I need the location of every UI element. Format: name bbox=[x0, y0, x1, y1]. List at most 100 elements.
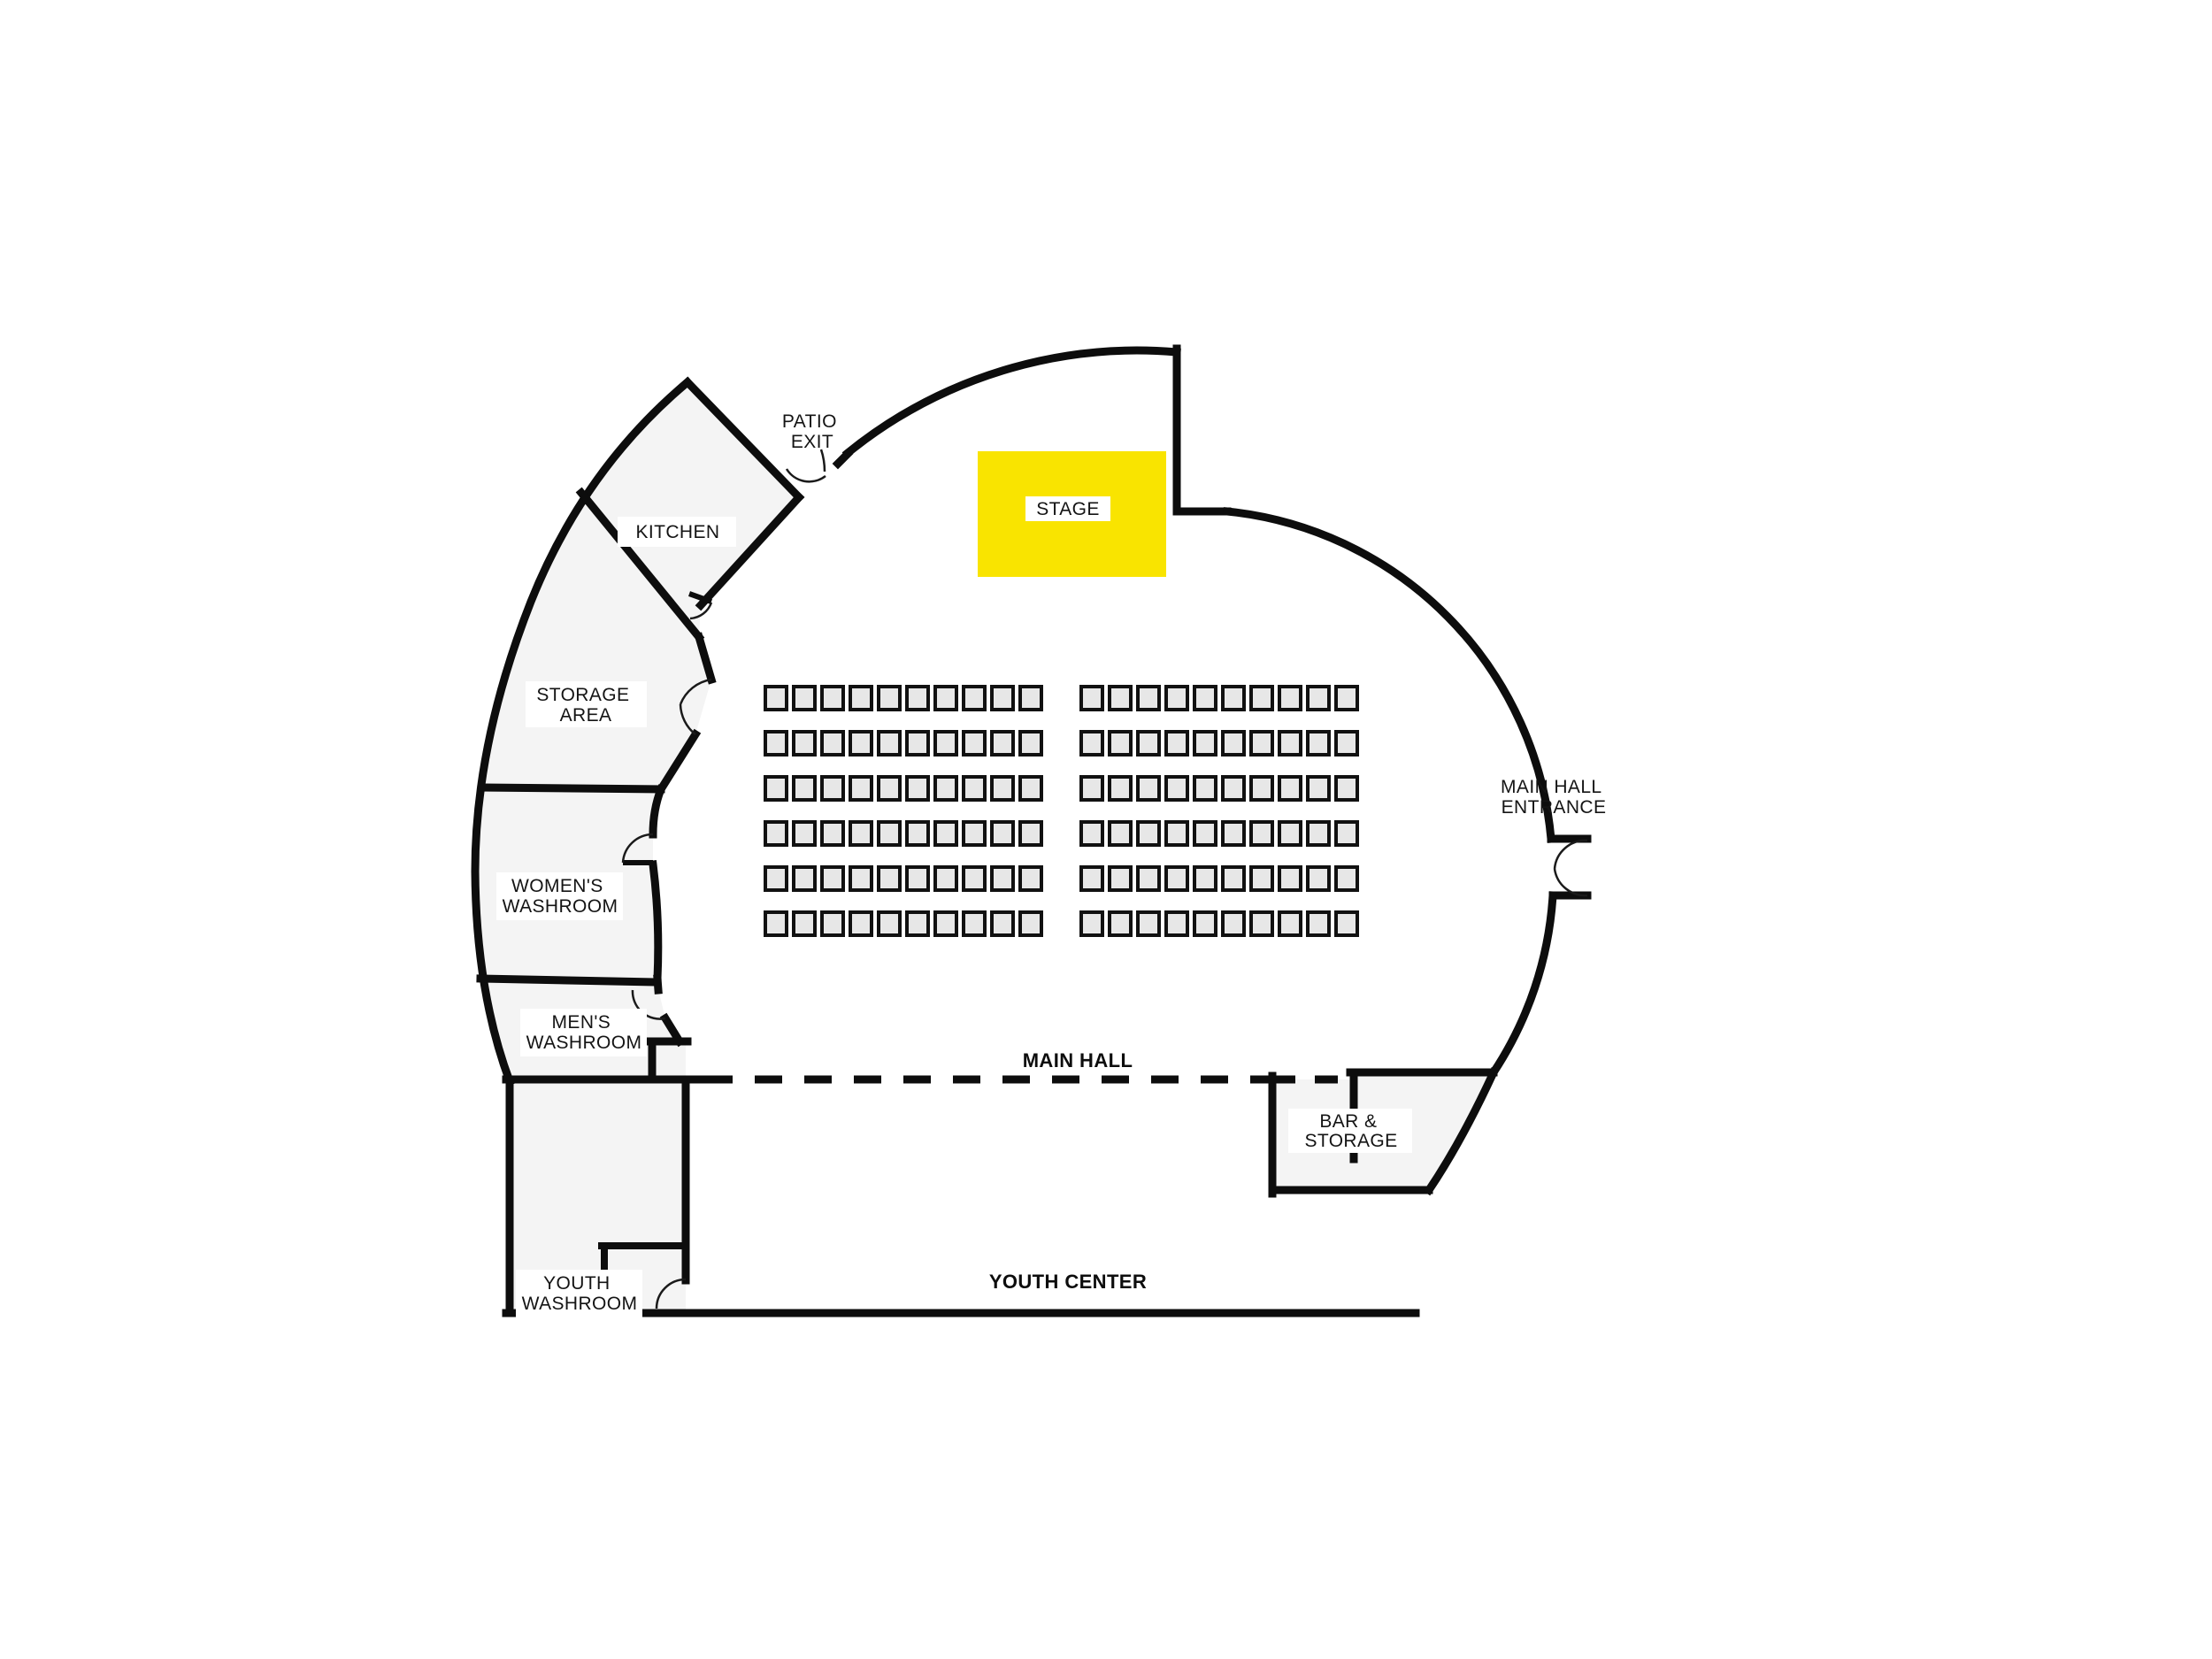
chair bbox=[1306, 820, 1331, 847]
chair bbox=[849, 775, 873, 802]
chair bbox=[905, 820, 930, 847]
chair bbox=[1079, 730, 1104, 757]
chair bbox=[764, 730, 788, 757]
chair bbox=[1079, 910, 1104, 937]
chair bbox=[962, 775, 987, 802]
chair bbox=[764, 685, 788, 711]
kitchen-inner-wall bbox=[695, 491, 805, 611]
chair bbox=[1278, 685, 1302, 711]
chair bbox=[1164, 865, 1189, 892]
chair bbox=[1079, 775, 1104, 802]
chair bbox=[764, 820, 788, 847]
chair bbox=[990, 820, 1015, 847]
chair bbox=[1108, 775, 1133, 802]
chair bbox=[933, 865, 958, 892]
kitchen-door-leaf bbox=[687, 591, 713, 604]
patio-exit-label: PATIO EXIT bbox=[782, 411, 842, 452]
chair bbox=[933, 910, 958, 937]
chair bbox=[1079, 820, 1104, 847]
main-hall-entrance-label: MAIN HALL ENTRANCE bbox=[1501, 777, 1607, 818]
chair bbox=[1221, 730, 1246, 757]
entrance-door-arc-top bbox=[1553, 839, 1588, 870]
chair bbox=[1108, 910, 1133, 937]
chair bbox=[1018, 775, 1043, 802]
chair bbox=[1164, 820, 1189, 847]
chair bbox=[764, 775, 788, 802]
womens-inner-wall-bottom bbox=[648, 859, 663, 983]
chair bbox=[1193, 820, 1217, 847]
chair bbox=[1018, 820, 1043, 847]
chair bbox=[1306, 685, 1331, 711]
chair bbox=[877, 865, 902, 892]
chair bbox=[820, 730, 845, 757]
chair bbox=[849, 730, 873, 757]
main-hall-top-arc bbox=[841, 346, 1181, 459]
chair bbox=[1249, 730, 1274, 757]
storage-door-arc-bottom bbox=[679, 703, 696, 735]
chair bbox=[933, 775, 958, 802]
chair bbox=[1164, 730, 1189, 757]
chair bbox=[820, 820, 845, 847]
youth-washroom-door-arc bbox=[655, 1278, 687, 1310]
chair bbox=[877, 730, 902, 757]
chair bbox=[1136, 775, 1161, 802]
main-hall-label: MAIN HALL bbox=[1023, 1049, 1133, 1071]
chair bbox=[849, 865, 873, 892]
chair bbox=[905, 775, 930, 802]
chair bbox=[764, 865, 788, 892]
storage-inner-stub-bottom bbox=[655, 728, 702, 795]
chair bbox=[1018, 910, 1043, 937]
seating-block-left bbox=[764, 685, 1043, 937]
chair bbox=[1136, 910, 1161, 937]
chair bbox=[1193, 910, 1217, 937]
chair bbox=[877, 685, 902, 711]
chair bbox=[905, 730, 930, 757]
labels: KITCHEN STORAGE AREA WOMEN'S WASHROOM ME… bbox=[496, 411, 1607, 1317]
chair bbox=[1334, 820, 1359, 847]
chair bbox=[933, 820, 958, 847]
chair bbox=[933, 730, 958, 757]
chair bbox=[792, 910, 817, 937]
bar-storage-label-box bbox=[1288, 1109, 1412, 1153]
womens-inner-wall-top bbox=[649, 784, 666, 839]
chair bbox=[1108, 865, 1133, 892]
mens-inner-stub-top bbox=[653, 974, 663, 995]
doors bbox=[621, 449, 1588, 1310]
chair bbox=[820, 865, 845, 892]
chair bbox=[1278, 775, 1302, 802]
seating-blocks bbox=[764, 685, 1359, 937]
chair bbox=[1306, 910, 1331, 937]
stage-label: STAGE bbox=[1036, 499, 1100, 519]
chair bbox=[1249, 865, 1274, 892]
chair bbox=[1334, 865, 1359, 892]
chair bbox=[1136, 820, 1161, 847]
stage-notch-wall bbox=[1172, 344, 1232, 516]
kitchen-door-arc bbox=[689, 602, 713, 620]
chair bbox=[1193, 730, 1217, 757]
chair bbox=[792, 820, 817, 847]
chair bbox=[1193, 775, 1217, 802]
chair bbox=[1108, 685, 1133, 711]
chair bbox=[1221, 820, 1246, 847]
storage-area-label: STORAGE AREA bbox=[536, 685, 634, 726]
chair bbox=[1306, 730, 1331, 757]
kitchen-label: KITCHEN bbox=[636, 522, 720, 542]
chair bbox=[1018, 730, 1043, 757]
youth-center-label: YOUTH CENTER bbox=[989, 1271, 1147, 1293]
chair bbox=[1306, 865, 1331, 892]
chair bbox=[1079, 685, 1104, 711]
storage-inner-stub-top bbox=[694, 632, 717, 685]
chair bbox=[1221, 865, 1246, 892]
patio-door-arc-left bbox=[785, 468, 826, 483]
stage-label-box bbox=[1025, 496, 1110, 521]
chair bbox=[1136, 685, 1161, 711]
chair bbox=[792, 775, 817, 802]
chair bbox=[1278, 820, 1302, 847]
chair bbox=[990, 865, 1015, 892]
chair bbox=[1278, 865, 1302, 892]
chair bbox=[905, 685, 930, 711]
chair bbox=[905, 865, 930, 892]
chair bbox=[1249, 775, 1274, 802]
chair bbox=[1334, 730, 1359, 757]
